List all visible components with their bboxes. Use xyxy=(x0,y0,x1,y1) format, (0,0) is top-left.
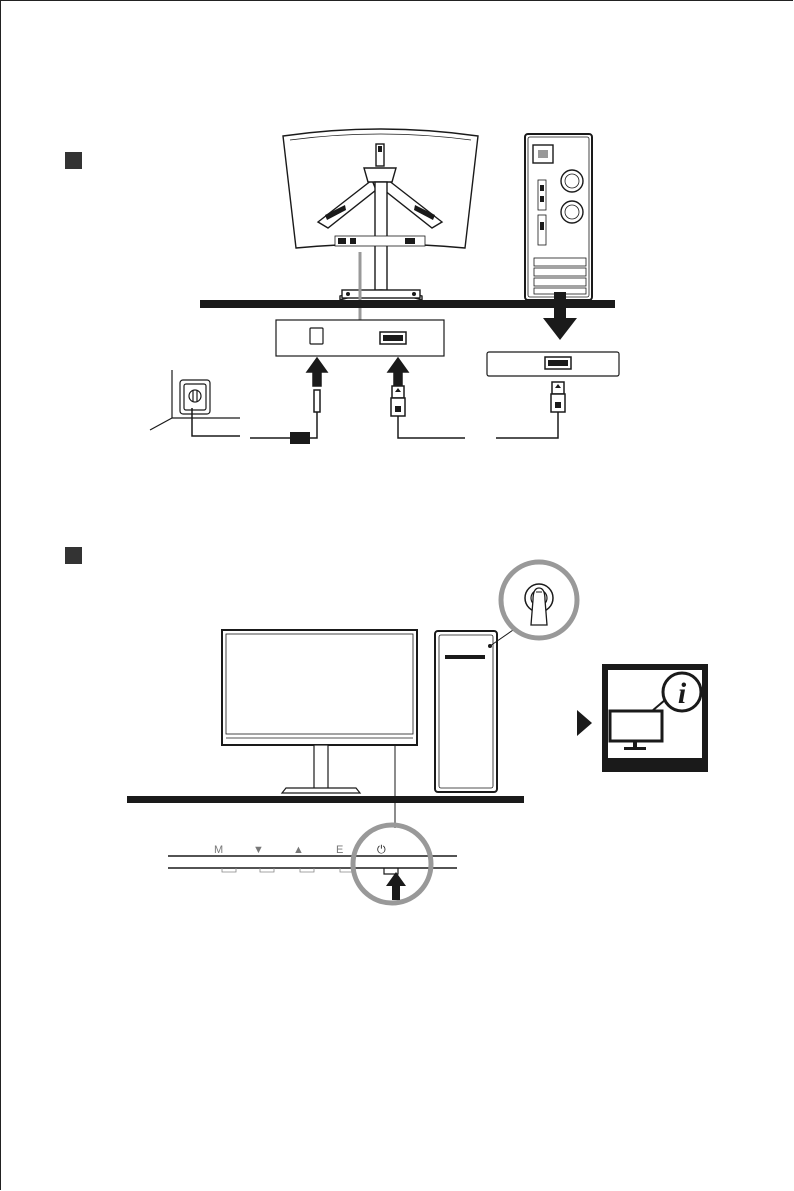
play-triangle-icon xyxy=(577,710,592,736)
power-button-label: ⏻ xyxy=(377,844,386,856)
button-bezel xyxy=(168,856,457,874)
monitor-port-panel xyxy=(276,320,444,356)
dp-cable-monitor xyxy=(388,358,465,438)
monitor-rear-view xyxy=(283,129,478,300)
exit-button-label: E xyxy=(336,844,343,856)
step-marker-1 xyxy=(65,152,82,169)
desk-surface xyxy=(200,300,615,308)
pc-tower-rear xyxy=(525,134,592,300)
up-button-label: ▲ xyxy=(293,844,304,856)
desk-surface-2 xyxy=(127,796,524,803)
dp-cable-pc xyxy=(496,382,565,438)
power-port-icon xyxy=(310,328,323,344)
menu-button-label: M xyxy=(214,844,223,856)
info-screen: i xyxy=(602,664,708,772)
wall-outlet-icon xyxy=(150,370,240,436)
pc-port-panel xyxy=(487,352,619,376)
down-button-label: ▼ xyxy=(253,844,264,856)
arrow-up-icon xyxy=(386,872,406,900)
step-marker-2 xyxy=(65,547,82,564)
pc-power-zoom-icon xyxy=(501,562,577,638)
pc-tower-front xyxy=(435,628,516,792)
svg-text:i: i xyxy=(678,677,687,710)
power-cable xyxy=(250,358,327,444)
